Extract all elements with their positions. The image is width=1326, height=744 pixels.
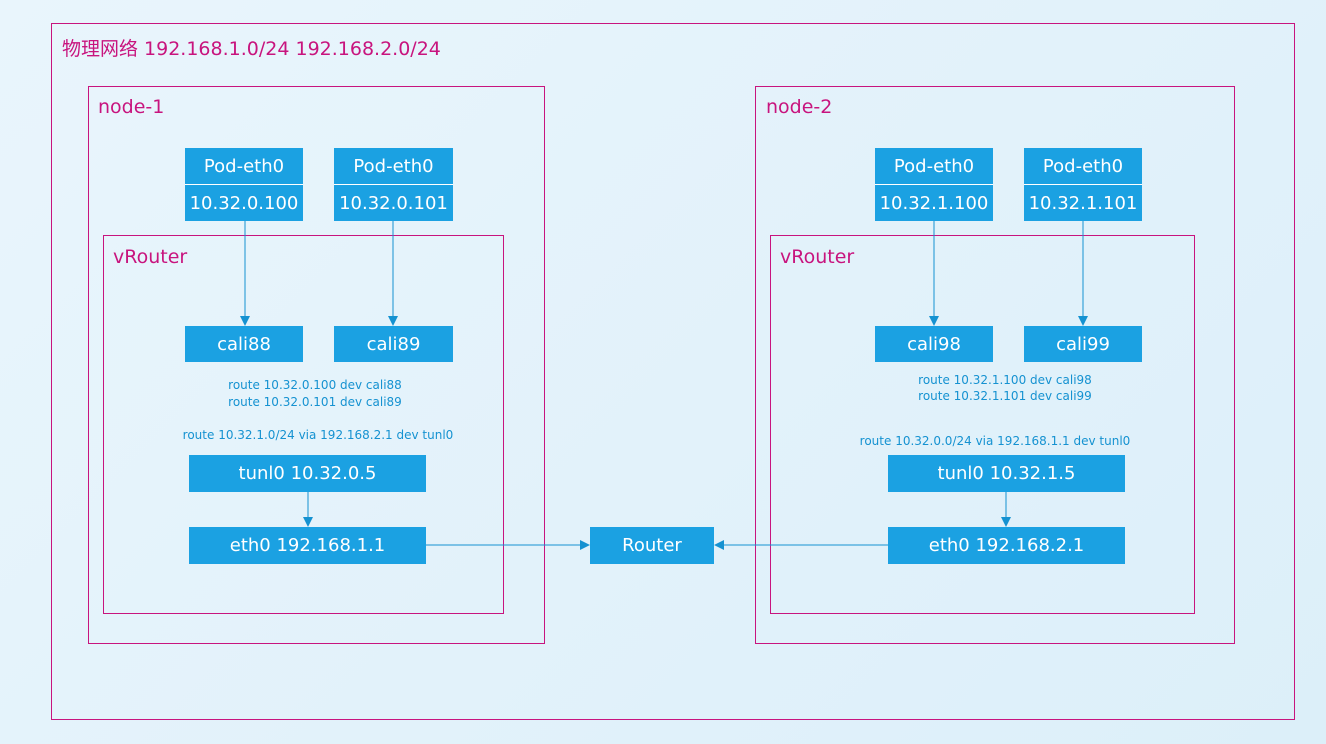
node-1-pod-2-name[interactable]: Pod-eth0 xyxy=(334,148,453,185)
node-2-route-1: route 10.32.1.100 dev cali98 xyxy=(918,373,1092,387)
router-box[interactable]: Router xyxy=(590,527,714,564)
node-2-pod-2-name[interactable]: Pod-eth0 xyxy=(1024,148,1142,185)
physical-network-label: 物理网络 192.168.1.0/24 192.168.2.0/24 xyxy=(62,38,441,60)
node-2-label: node-2 xyxy=(766,96,833,118)
node-2-cali-1[interactable]: cali98 xyxy=(875,326,993,362)
node-1-pod-1-name[interactable]: Pod-eth0 xyxy=(185,148,303,185)
node-1-pod-1-ip[interactable]: 10.32.0.100 xyxy=(185,185,303,221)
physical-network-frame xyxy=(51,23,1295,720)
node-1-tunl0[interactable]: tunl0 10.32.0.5 xyxy=(189,455,426,492)
node-1-frame xyxy=(88,86,545,644)
node-2-route-2: route 10.32.1.101 dev cali99 xyxy=(918,389,1092,403)
node-1-label: node-1 xyxy=(98,96,165,118)
node-1-route-2: route 10.32.0.101 dev cali89 xyxy=(228,395,402,409)
node-2-vrouter-label: vRouter xyxy=(780,246,855,268)
node-1-cali-1[interactable]: cali88 xyxy=(185,326,303,362)
node-2-vrouter-frame xyxy=(770,235,1195,614)
node-1-vrouter-frame xyxy=(103,235,504,614)
node-2-tunnel-route: route 10.32.0.0/24 via 192.168.1.1 dev t… xyxy=(859,434,1131,448)
node-2-pod-1-name[interactable]: Pod-eth0 xyxy=(875,148,993,185)
node-1-eth0[interactable]: eth0 192.168.1.1 xyxy=(189,527,426,564)
node-2-pod-2-ip[interactable]: 10.32.1.101 xyxy=(1024,185,1142,221)
node-2-eth0[interactable]: eth0 192.168.2.1 xyxy=(888,527,1125,564)
node-1-vrouter-label: vRouter xyxy=(113,246,188,268)
node-1-pod-2-ip[interactable]: 10.32.0.101 xyxy=(334,185,453,221)
node-2-cali-2[interactable]: cali99 xyxy=(1024,326,1142,362)
node-2-frame xyxy=(755,86,1235,644)
node-1-cali-2[interactable]: cali89 xyxy=(334,326,453,362)
node-1-route-1: route 10.32.0.100 dev cali88 xyxy=(228,378,402,392)
node-2-tunl0[interactable]: tunl0 10.32.1.5 xyxy=(888,455,1125,492)
node-2-pod-1-ip[interactable]: 10.32.1.100 xyxy=(875,185,993,221)
node-1-tunnel-route: route 10.32.1.0/24 via 192.168.2.1 dev t… xyxy=(182,428,454,442)
